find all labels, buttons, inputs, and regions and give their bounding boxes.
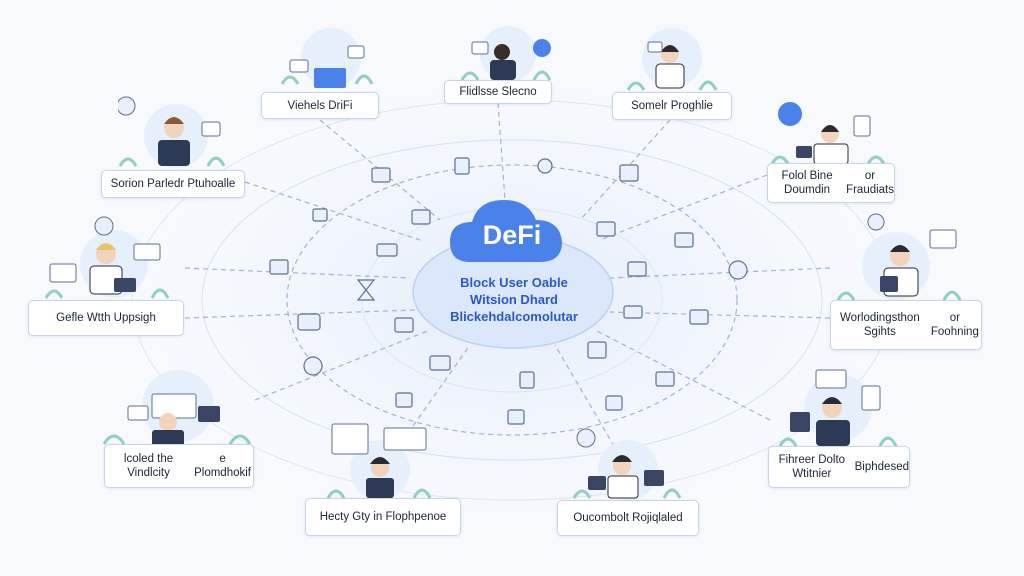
hub-line: Blickehdalcomolutar bbox=[450, 309, 578, 324]
avatar-left-2 bbox=[44, 216, 170, 299]
hub-line: Witsion Dhard bbox=[470, 292, 558, 307]
ledger-icon bbox=[269, 259, 289, 275]
globe-icon bbox=[728, 260, 748, 280]
connector-bottom-1 bbox=[381, 344, 471, 471]
cart-icon bbox=[297, 313, 321, 331]
connector-right-1 bbox=[599, 174, 768, 241]
connector-bottom-2 bbox=[554, 344, 629, 471]
node-label-bottom-1: Hecty Gty in Flophpenoe bbox=[305, 498, 461, 536]
hub-description: Block User Oable Witsion Dhard Blickehda… bbox=[420, 274, 608, 325]
music-icon bbox=[507, 409, 525, 425]
node-label-left-1: Sorion Parledr Ptuhoalle bbox=[101, 170, 245, 198]
connector-left-1 bbox=[244, 181, 421, 241]
node-label-left-2: Gefle Wtth Uppsigh bbox=[28, 300, 184, 336]
screen-icon bbox=[674, 232, 694, 248]
node-label-right-2: Worlodingsthon Sgihts or Foohning bbox=[830, 300, 982, 350]
connector-right-3 bbox=[594, 329, 771, 421]
puzzle-icon bbox=[605, 395, 623, 411]
node-text: Gefle Wtth Uppsigh bbox=[56, 312, 156, 324]
card-icon bbox=[596, 221, 616, 237]
shield-icon bbox=[303, 356, 323, 376]
avatar-top-1 bbox=[280, 28, 374, 88]
avatar-bottom-2 bbox=[572, 428, 682, 500]
box-icon bbox=[395, 392, 413, 408]
node-text: Viehels DriFi bbox=[287, 99, 353, 112]
avatar-bottom-1 bbox=[326, 423, 432, 500]
cloud-icon bbox=[450, 200, 562, 262]
orbit-ring-dashed bbox=[286, 164, 738, 436]
transfer-icon bbox=[376, 243, 398, 257]
node-label-right-1: Folol Bine Doumdin or Fraudiats bbox=[767, 163, 895, 203]
connector-top-2 bbox=[497, 102, 506, 201]
tools-icon bbox=[394, 317, 414, 333]
ring-icons bbox=[269, 157, 748, 425]
mail-icon bbox=[623, 305, 643, 319]
chart-icon bbox=[619, 164, 639, 182]
node-label-top-1: Viehels DriFi bbox=[261, 92, 379, 119]
wallet-icon bbox=[371, 167, 391, 183]
avatar-left-3 bbox=[102, 370, 252, 446]
avatar-top-3 bbox=[626, 28, 718, 91]
hourglass-icon bbox=[356, 279, 376, 301]
orbit-ring-mid bbox=[201, 139, 823, 461]
message-icon bbox=[429, 355, 451, 371]
connector-left-2-b bbox=[184, 309, 416, 319]
node-label-left-3: lcoled the Vindlcity e Plomdhokif bbox=[104, 444, 254, 488]
node-text: or Foohning bbox=[930, 312, 979, 338]
database-icon bbox=[627, 261, 647, 277]
node-text: lcoled the Vindlcity bbox=[123, 453, 174, 479]
node-label-right-3: Fihreer Dolto Wtitnier Biphdesed bbox=[768, 446, 910, 488]
connector-left-2-a bbox=[184, 267, 411, 279]
connector-left-3 bbox=[254, 329, 431, 401]
node-text: Somelr Proghlie bbox=[631, 100, 713, 112]
avatar-right-1 bbox=[770, 102, 886, 165]
connector-top-1 bbox=[319, 119, 441, 221]
node-text: Sorion Parledr Ptuhoalle bbox=[110, 178, 236, 190]
coin-icon bbox=[537, 158, 553, 174]
document-icon bbox=[454, 157, 470, 175]
avatar-right-3 bbox=[778, 369, 898, 447]
graph-icon bbox=[655, 371, 675, 387]
node-text: Flidlsse Slecno bbox=[459, 86, 537, 98]
connector-right-2-b bbox=[609, 311, 831, 319]
network-icon bbox=[411, 209, 431, 225]
node-text: e Plomdhokif bbox=[194, 453, 251, 479]
node-text: Folol Bine Doumdin bbox=[781, 170, 833, 196]
node-text: Worlodingsthon Sgihts bbox=[840, 312, 920, 338]
avatar-left-1 bbox=[118, 96, 226, 168]
node-text: Biphdesed bbox=[854, 461, 909, 473]
connector-right-2-a bbox=[609, 267, 831, 279]
avatar-right-2 bbox=[836, 213, 962, 301]
node-text: Oucombolt Rojiqlaled bbox=[573, 512, 683, 524]
node-text: or Fraudiats bbox=[846, 170, 894, 196]
badge-icon bbox=[587, 341, 607, 359]
hub-line: Block User Oable bbox=[460, 275, 568, 290]
node-text: Fihreer Dolto Wtitnier bbox=[778, 454, 846, 480]
phone-icon bbox=[519, 371, 535, 389]
node-label-top-2: Flidlsse Slecno bbox=[444, 80, 552, 104]
lock-icon bbox=[312, 208, 328, 222]
node-label-bottom-2: Oucombolt Rojiqlaled bbox=[557, 500, 699, 536]
key-icon bbox=[689, 309, 709, 325]
node-text: Hecty Gty in Flophpenoe bbox=[319, 511, 447, 523]
avatar-top-2 bbox=[460, 26, 552, 82]
node-label-top-3: Somelr Proghlie bbox=[612, 92, 732, 120]
connectors bbox=[184, 102, 831, 471]
hub-title: DeFi bbox=[482, 220, 542, 250]
